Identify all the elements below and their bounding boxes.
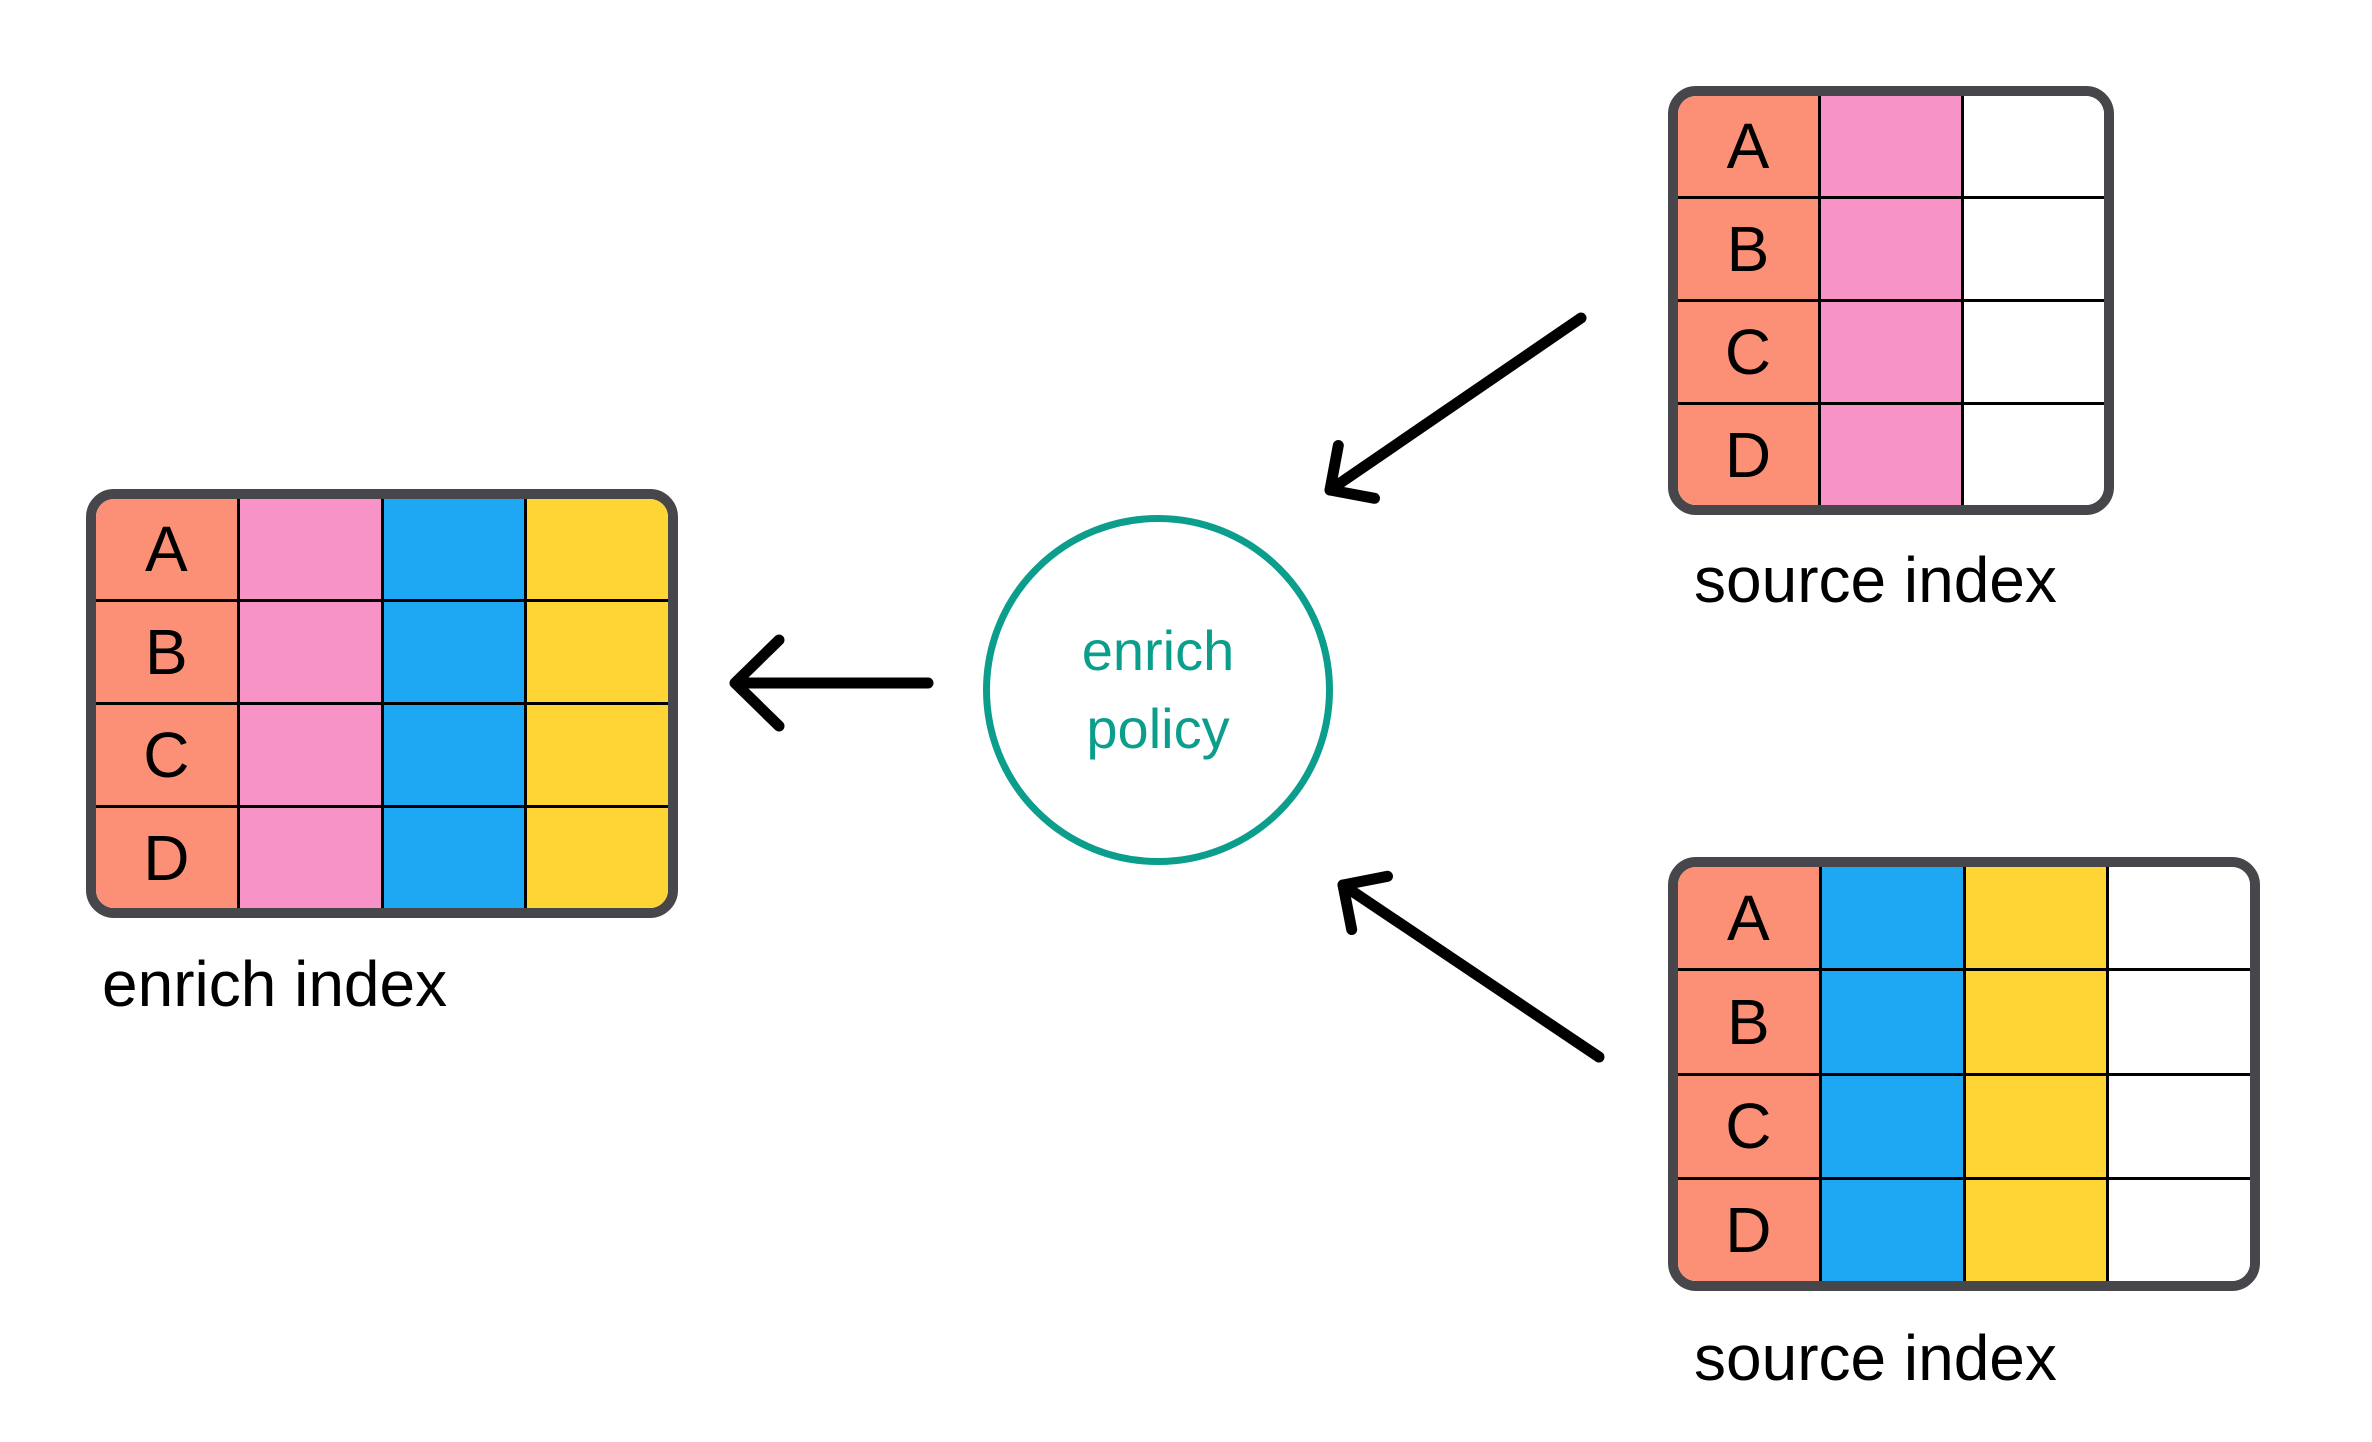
row-label-cell: A — [1678, 96, 1818, 199]
table-column-white — [2109, 867, 2250, 1281]
table-cell — [527, 499, 668, 602]
arrow-source-top-to-policy — [1315, 300, 1595, 512]
row-label-cell: B — [1678, 971, 1819, 1076]
table-cell — [2109, 971, 2250, 1076]
row-label-cell: D — [143, 822, 190, 894]
table-cell — [527, 705, 668, 808]
row-label-cell: C — [96, 705, 237, 808]
table-cell — [1964, 199, 2104, 302]
table-cell — [1821, 1076, 1963, 1180]
table-cell — [383, 499, 525, 602]
table-cell — [1821, 96, 1961, 199]
row-label-cell: B — [96, 602, 237, 705]
row-label-cell: C — [1678, 302, 1818, 405]
table-cell — [1822, 1180, 1963, 1281]
enrich-policy-label-line1: enrich — [1081, 618, 1235, 682]
source-index-top-label: source index — [1694, 544, 2057, 616]
table-cell — [240, 808, 381, 908]
table-cell — [1821, 405, 1961, 505]
table-cell — [239, 705, 381, 808]
table-cell — [1965, 1076, 2107, 1180]
table-cell — [2109, 1076, 2250, 1180]
table-cell — [1964, 302, 2104, 405]
enrich-policy-label-line2: policy — [1086, 697, 1230, 760]
row-label-cell: D — [1724, 419, 1772, 491]
table-cell — [384, 808, 525, 908]
table-cell — [2109, 867, 2250, 972]
table-cell — [527, 808, 668, 908]
source-index-bottom-label: source index — [1694, 1322, 2057, 1394]
table-column-yellow — [1965, 867, 2110, 1281]
table-cell — [1821, 971, 1963, 1076]
table-cell — [239, 499, 381, 602]
table-cell — [2109, 1180, 2250, 1281]
row-label-cell: B — [1678, 199, 1818, 302]
arrow-policy-to-enrich-index — [715, 615, 945, 751]
row-label-cell: D — [1725, 1194, 1772, 1267]
table-cell — [1965, 867, 2107, 972]
table-cell — [239, 602, 381, 705]
table-cell — [1965, 971, 2107, 1076]
table-cell — [1964, 96, 2104, 199]
row-label-cell: A — [1678, 867, 1819, 972]
table-cell — [527, 602, 668, 705]
table-column-white — [1964, 96, 2104, 505]
table-cell — [1821, 302, 1961, 405]
table-column-blue — [383, 499, 528, 908]
row-label-cell: A — [96, 499, 237, 602]
table-column-blue — [1821, 867, 1966, 1281]
enrich-policy-node: enrich policy — [983, 515, 1333, 865]
table-column-yellow — [527, 499, 668, 908]
table-cell — [1966, 1180, 2107, 1281]
table-column-pink — [239, 499, 384, 908]
table-cell — [1821, 199, 1961, 302]
row-label-cell: C — [1678, 1076, 1819, 1180]
arrow-source-bottom-to-policy — [1330, 866, 1615, 1071]
table-cell — [1821, 867, 1963, 972]
table-column-pink — [1821, 96, 1964, 505]
table-cell — [383, 602, 525, 705]
table-cell — [1964, 405, 2104, 505]
table-cell — [383, 705, 525, 808]
enrich-index-label: enrich index — [102, 948, 448, 1020]
enrich-policy-label: enrich policy — [1082, 612, 1235, 769]
